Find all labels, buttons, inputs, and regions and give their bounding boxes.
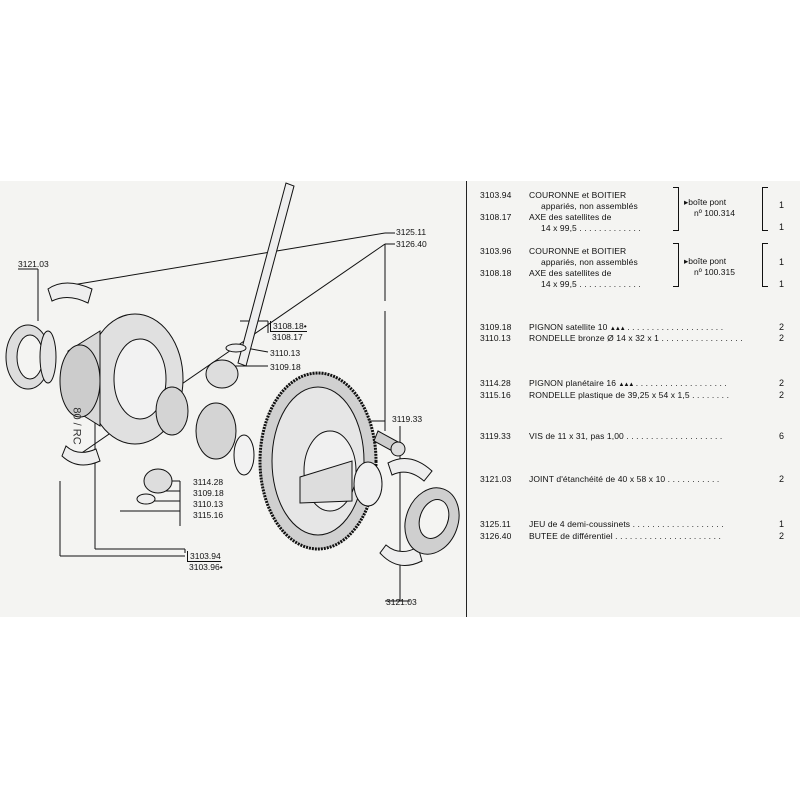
- part-qty: 6: [779, 431, 785, 441]
- part-ref: 3121.03: [480, 474, 512, 484]
- callout-3121-03-top: 3121.03: [18, 259, 49, 269]
- satellite-gear: [155, 386, 189, 436]
- part-qty: 2: [779, 390, 785, 400]
- callout-3110-13: 3110.13: [193, 499, 224, 509]
- parts-sheet: 3121.03 3125.11 3126.40 3108.18• 3108.17…: [0, 181, 800, 617]
- part-ref: 3115.16: [480, 390, 511, 400]
- callout-3121-03-bottom: 3121.03: [386, 597, 417, 607]
- callout-3126-40: 3126.40: [396, 239, 427, 249]
- leader-line: [47, 232, 386, 290]
- part-desc: appariés, non assemblés: [541, 257, 638, 267]
- washer: [225, 343, 247, 353]
- part-desc: VIS de 11 x 31, pas 1,00 . . . . . . . .…: [529, 431, 723, 441]
- callout-3125-11: 3125.11: [396, 227, 427, 237]
- part-qty: 1: [779, 200, 785, 210]
- gearbox-note: ▸boîte pont: [684, 197, 727, 207]
- part-ref: 3109.18: [480, 322, 512, 332]
- bracket: [673, 187, 679, 231]
- part-qty: 1: [779, 222, 785, 232]
- callout-3110-13-top: 3110.13: [270, 348, 301, 358]
- part-desc: RONDELLE bronze Ø 14 x 32 x 1 . . . . . …: [529, 333, 743, 343]
- part-qty: 1: [779, 257, 785, 267]
- part-desc: JOINT d'étanchéité de 40 x 58 x 10 . . .…: [529, 474, 720, 484]
- part-qty: 2: [779, 378, 785, 388]
- bracket: [673, 243, 679, 287]
- gearbox-number: nº 100.314: [694, 208, 735, 218]
- planet-gear: [195, 402, 237, 460]
- part-desc: COURONNE et BOITIER: [529, 190, 627, 200]
- bracket: [762, 187, 768, 231]
- part-desc: COURONNE et BOITIER: [529, 246, 627, 256]
- column-divider: [466, 181, 467, 617]
- callout-3115-16: 3115.16: [193, 510, 224, 520]
- part-desc: BUTEE de différentiel . . . . . . . . . …: [529, 531, 721, 541]
- satellite-gear: [143, 468, 173, 494]
- part-ref: 3114.28: [480, 378, 511, 388]
- bearing-shell: [61, 445, 101, 466]
- part-qty: 2: [779, 531, 785, 541]
- part-desc: appariés, non assemblés: [541, 201, 638, 211]
- callout-3103-94: 3103.94: [187, 551, 221, 562]
- part-desc: PIGNON planétaire 16 ▲▲▲ . . . . . . . .…: [529, 378, 727, 388]
- callout-3114-28: 3114.28: [193, 477, 224, 487]
- bearing-shell: [47, 282, 93, 304]
- part-desc: 14 x 99,5 . . . . . . . . . . . . .: [541, 279, 641, 289]
- callout-3108-17: 3108.17: [272, 332, 303, 342]
- part-ref: 3103.96: [480, 246, 512, 256]
- differential-drawing: [5, 182, 460, 602]
- pinion-shaft: [237, 182, 295, 367]
- callout-3108-18: 3108.18•: [270, 321, 307, 332]
- bracket: [762, 243, 768, 287]
- callout-3109-18: 3109.18: [193, 488, 224, 498]
- part-ref: 3126.40: [480, 531, 512, 541]
- thrust-washer: [353, 461, 383, 507]
- bearing-shell: [387, 458, 433, 482]
- callout-3103-96: 3103.96•: [189, 562, 223, 572]
- gearbox-number: nº 100.315: [694, 267, 735, 277]
- part-ref: 3103.94: [480, 190, 512, 200]
- callout-3119-33: 3119.33: [392, 414, 423, 424]
- part-qty: 1: [779, 519, 785, 529]
- part-desc: RONDELLE plastique de 39,25 x 54 x 1,5 .…: [529, 390, 730, 400]
- part-desc: AXE des satellites de: [529, 212, 612, 222]
- exploded-diagram: 3121.03 3125.11 3126.40 3108.18• 3108.17…: [0, 181, 466, 617]
- satellite-gear: [205, 359, 239, 389]
- part-qty: 2: [779, 322, 785, 332]
- part-desc: AXE des satellites de: [529, 268, 612, 278]
- part-ref: 3108.18: [480, 268, 512, 278]
- part-ref: 3119.33: [480, 431, 511, 441]
- callout-3109-18-top: 3109.18: [270, 362, 301, 372]
- part-desc: JEU de 4 demi-coussinets . . . . . . . .…: [529, 519, 724, 529]
- part-qty: 1: [779, 279, 785, 289]
- part-ref: 3108.17: [480, 212, 512, 222]
- part-desc: PIGNON satellite 10 ▲▲▲ . . . . . . . . …: [529, 322, 724, 332]
- washer: [136, 493, 156, 505]
- part-ref: 3125.11: [480, 519, 511, 529]
- handwritten-note: 80 / RC: [70, 407, 83, 445]
- part-qty: 2: [779, 333, 785, 343]
- part-qty: 2: [779, 474, 785, 484]
- part-ref: 3110.13: [480, 333, 511, 343]
- part-desc: 14 x 99,5 . . . . . . . . . . . . .: [541, 223, 641, 233]
- gearbox-note: ▸boîte pont: [684, 256, 727, 266]
- thrust-washer: [233, 434, 255, 476]
